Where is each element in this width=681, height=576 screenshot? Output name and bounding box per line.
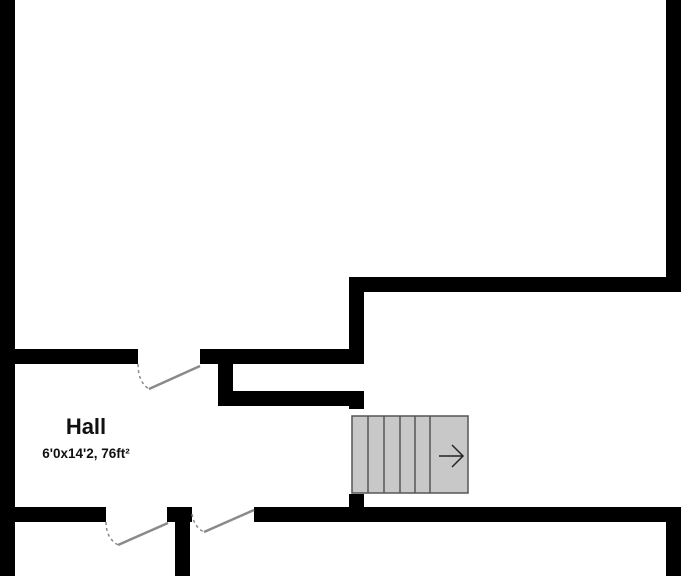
wall-stair-right-segment (349, 391, 364, 409)
stair-direction-arrow-icon (439, 444, 465, 468)
door-swing-arc (105, 521, 119, 546)
wall-hall-top-left (0, 349, 138, 364)
door-hall-bottom-right (191, 508, 255, 534)
doors (105, 363, 255, 547)
wall-hall-bottom-right (254, 507, 681, 522)
wall-right-lower (666, 507, 681, 576)
wall-lower-partition (175, 507, 190, 576)
staircase (351, 415, 469, 494)
wall-upper-room-bottom (349, 277, 681, 292)
door-hall-bottom-left (105, 521, 169, 547)
wall-left-outer (0, 0, 15, 576)
door-swing-arc (191, 513, 205, 533)
door-hall-top (137, 363, 201, 391)
wall-hall-top-right (200, 349, 364, 364)
stair-outline (351, 415, 469, 494)
wall-closet-bottom (218, 391, 364, 406)
door-leaf (117, 521, 169, 547)
door-swing-arc (137, 363, 150, 390)
door-leaf (148, 364, 201, 391)
wall-right-upper (666, 0, 681, 292)
door-leaf (203, 508, 255, 534)
wall-hall-bottom-left (0, 507, 106, 522)
wall-stair-column (349, 277, 364, 357)
